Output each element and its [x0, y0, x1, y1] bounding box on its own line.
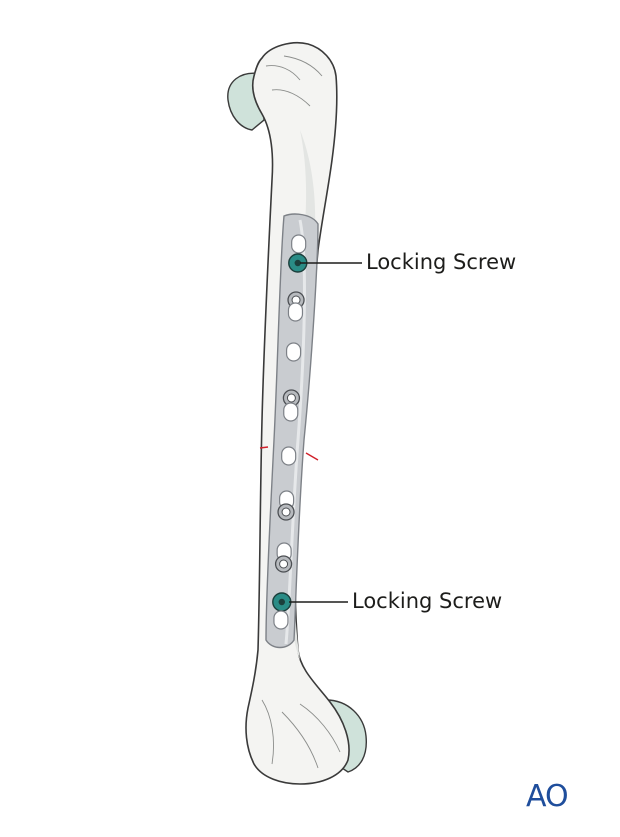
plate-hole-combi	[273, 610, 289, 630]
plate-highlight	[284, 219, 306, 645]
locking-screw-socket	[278, 598, 285, 606]
plate-hole-combi	[287, 302, 304, 322]
condyle-ridges	[261, 699, 341, 769]
plate-hole-combi	[283, 402, 299, 422]
locking-screw-label-bottom: Locking Screw	[352, 589, 503, 613]
locking-screw-label-top: Locking Screw	[366, 250, 517, 274]
plate-hole-ring-center	[286, 393, 296, 403]
plate-hole-ring-center	[279, 559, 289, 569]
plate-hole-combi	[291, 234, 307, 254]
plate-hole-combi	[285, 342, 302, 362]
plate-hole-combi	[281, 446, 297, 466]
plate-holes	[272, 234, 308, 630]
ao-logo: AO	[526, 779, 569, 814]
plate-hole-ring-center	[281, 507, 291, 517]
locking-screw-socket	[294, 259, 301, 267]
head-ridges	[265, 55, 323, 107]
